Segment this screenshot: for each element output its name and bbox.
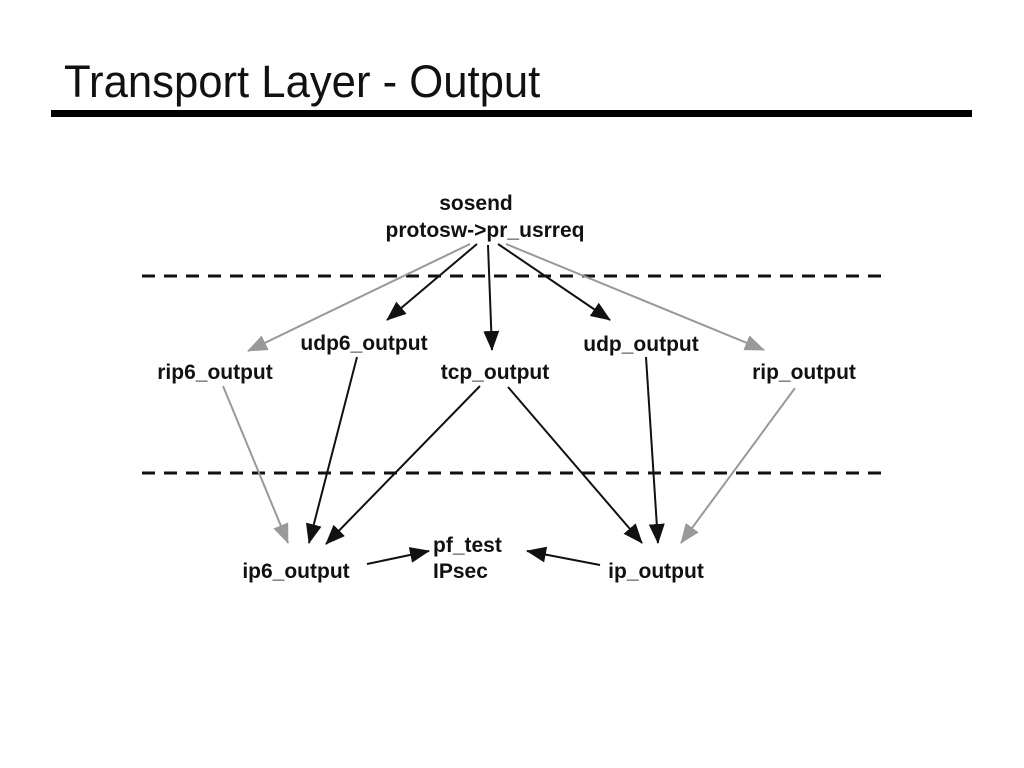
node-udp6-output: udp6_output xyxy=(300,332,428,355)
edge-ip6-output-to-pf-test xyxy=(366,547,430,565)
ipsec-label: IPsec xyxy=(433,560,488,583)
node-rip-output: rip_output xyxy=(752,361,856,384)
node-ip6-output: ip6_output xyxy=(242,560,350,583)
edge-sosend-to-rip6-output xyxy=(247,243,471,352)
edge-rip-output-to-ip-output xyxy=(680,387,796,544)
edge-udp6-output-to-ip6-output xyxy=(306,356,358,544)
node-rip6-output: rip6_output xyxy=(157,361,273,384)
edge-ip-output-to-pf-test xyxy=(526,546,601,566)
edge-sosend-to-udp6-output xyxy=(386,243,478,321)
title-underline xyxy=(51,110,972,117)
node-sosend: sosend xyxy=(439,192,513,215)
edge-rip6-output-to-ip6-output xyxy=(222,385,289,544)
node-tcp-output: tcp_output xyxy=(440,361,550,384)
edge-udp-output-to-ip-output xyxy=(645,356,665,544)
edge-tcp-output-to-ip6-output xyxy=(325,385,481,545)
edge-sosend-to-tcp-output xyxy=(483,244,500,351)
node-protosw-pr-usrreq: protosw->pr_usrreq xyxy=(385,219,585,242)
edge-tcp-output-to-ip-output xyxy=(507,386,643,544)
page-title: Transport Layer - Output xyxy=(64,56,541,107)
node-udp-output: udp_output xyxy=(583,333,699,356)
node-ip-output: ip_output xyxy=(608,560,704,583)
edge-sosend-to-udp-output xyxy=(497,243,611,321)
pf-test-label: pf_test xyxy=(433,534,502,557)
edge-sosend-to-rip-output xyxy=(505,243,765,351)
node-pf-test-ipsec: pf_test IPsec xyxy=(433,533,502,585)
